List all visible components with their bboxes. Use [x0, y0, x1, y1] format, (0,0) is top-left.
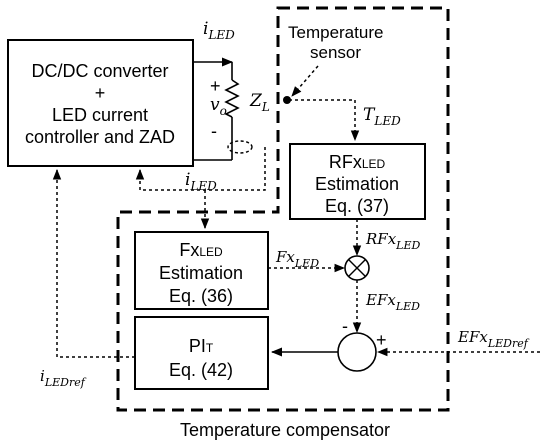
- current-sensor-icon: [227, 140, 253, 154]
- dcdc-line3: LED current: [52, 105, 148, 125]
- dcdc-line2: +: [95, 83, 106, 103]
- temperature-sensor-dot: [283, 96, 291, 104]
- rfx-estimation-block: RFxLED Estimation Eq. (37): [289, 143, 426, 220]
- vo-label: vo: [210, 95, 227, 118]
- sum-minus-sign: -: [342, 316, 348, 336]
- output-circuit: [193, 57, 253, 161]
- i-led-top-label: iLED: [203, 19, 235, 42]
- minus-sign: -: [211, 121, 217, 141]
- load-impedance-resistor: [224, 79, 240, 118]
- temperature-sensor-region: [116, 6, 450, 412]
- fx-led-label: FxLED: [275, 248, 319, 270]
- fx-line2: Estimation: [159, 263, 243, 283]
- fx-line3: Eq. (36): [169, 286, 233, 306]
- i-led-mid-label: iLED: [185, 170, 217, 193]
- summing-junction-icon: [337, 332, 377, 372]
- dcdc-converter-block: DC/DC converter + LED current controller…: [7, 39, 194, 167]
- temp-sensor-label-1: Temperature: [288, 23, 383, 42]
- plus-sign: +: [210, 76, 221, 96]
- rfx-line2: Estimation: [315, 174, 399, 194]
- pi-line2: Eq. (42): [169, 360, 233, 380]
- zl-label: ZL: [249, 91, 270, 114]
- pi-title: PIT: [189, 336, 214, 356]
- rfx-led-label: RFxLED: [365, 230, 421, 252]
- efx-ledref-label: EFxLEDref: [457, 328, 530, 350]
- t-led-label: TLED: [363, 105, 401, 128]
- fx-estimation-block: FxLED Estimation Eq. (36): [134, 231, 269, 310]
- rfx-title: RFxLED: [329, 152, 386, 172]
- dcdc-line1: DC/DC converter: [31, 61, 168, 81]
- i-led-ref-label: iLEDref: [40, 367, 87, 389]
- pi-controller-block: PIT Eq. (42): [134, 316, 269, 390]
- efx-led-label: EFxLED: [365, 291, 420, 313]
- fx-title: FxLED: [179, 240, 223, 260]
- multiplier-icon: [344, 255, 370, 281]
- dcdc-line4: controller and ZAD: [25, 127, 175, 147]
- sum-plus-sign: +: [376, 330, 387, 350]
- compensator-caption: Temperature compensator: [180, 420, 390, 440]
- rfx-line3: Eq. (37): [325, 196, 389, 216]
- temp-sensor-label-2: sensor: [310, 43, 361, 62]
